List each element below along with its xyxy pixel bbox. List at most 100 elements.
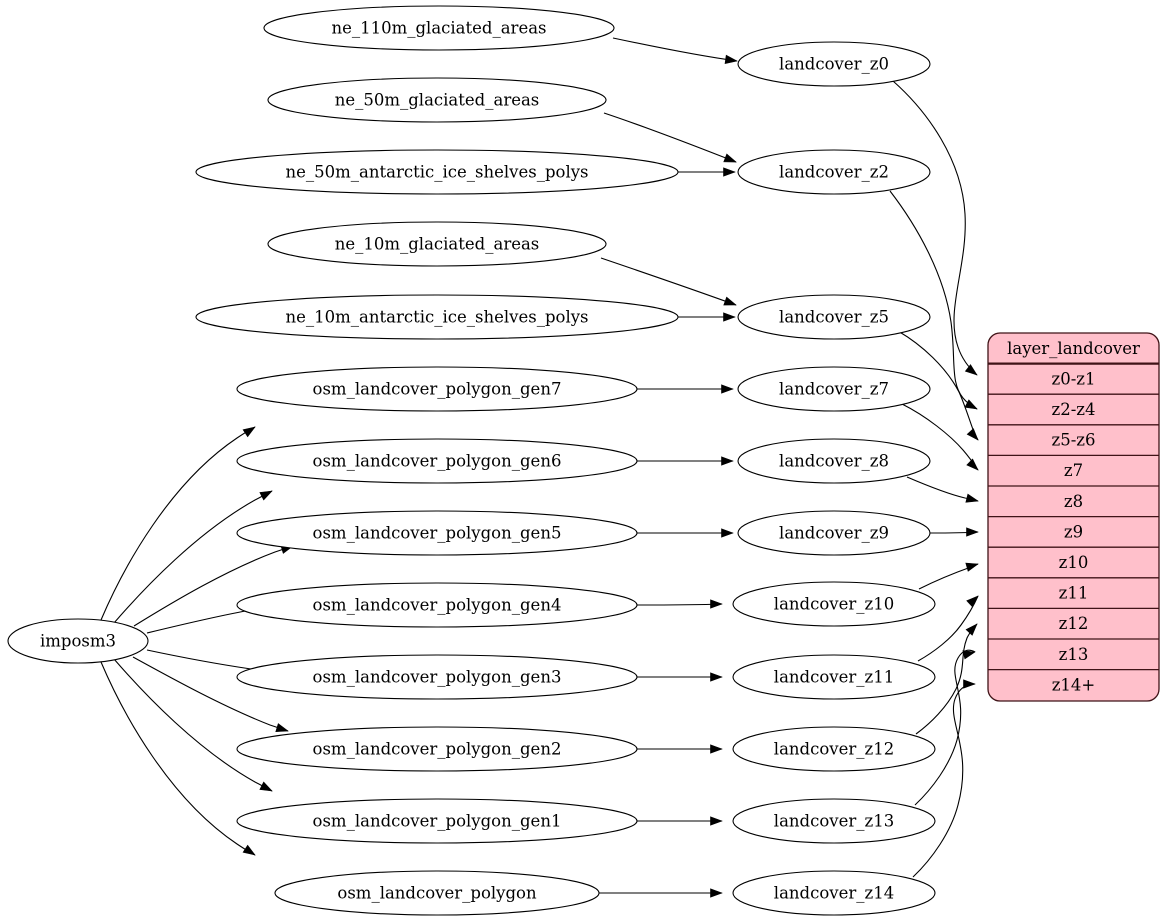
node-landcover_z7[interactable]: landcover_z7 — [737, 366, 931, 412]
record-row-z9[interactable] — [988, 517, 1159, 548]
node-ne_50m_glaciated_areas[interactable]: ne_50m_glaciated_areas — [267, 77, 607, 123]
node-shape[interactable] — [7, 618, 149, 664]
node-osm_landcover_polygon_gen5[interactable]: osm_landcover_polygon_gen5 — [236, 510, 638, 556]
edge-line — [612, 37, 738, 62]
node-shape[interactable] — [737, 149, 931, 195]
node-landcover_z5[interactable]: landcover_z5 — [737, 294, 931, 340]
node-osm_landcover_polygon_gen1[interactable]: osm_landcover_polygon_gen1 — [236, 798, 638, 844]
node-shape[interactable] — [267, 221, 607, 267]
node-label: osm_landcover_polygon_gen4 — [313, 596, 562, 615]
node-shape[interactable] — [236, 798, 638, 844]
node-shape[interactable] — [236, 438, 638, 484]
node-landcover_z11[interactable]: landcover_z11 — [732, 654, 936, 700]
edge-osm_landcover_polygon_gen2-to-landcover_z12 — [636, 744, 723, 754]
record-header-label: layer_landcover — [1007, 339, 1140, 358]
node-osm_landcover_polygon_gen7[interactable]: osm_landcover_polygon_gen7 — [236, 366, 638, 412]
node-shape[interactable] — [236, 510, 638, 556]
node-label: landcover_z5 — [779, 308, 889, 327]
record-table-layer_landcover[interactable]: layer_landcoverz0-z1z2-z4z5-z6z7z8z9z10z… — [987, 332, 1160, 702]
node-osm_landcover_polygon_gen3[interactable]: osm_landcover_polygon_gen3 — [236, 654, 638, 700]
edge-osm_landcover_polygon-to-landcover_z14 — [598, 888, 723, 898]
node-ne_10m_antarctic_ice_shelves_polys[interactable]: ne_10m_antarctic_ice_shelves_polys — [195, 294, 679, 340]
record-row-z5-z6[interactable] — [988, 425, 1159, 456]
node-label: landcover_z12 — [774, 740, 894, 759]
record-row-z11[interactable] — [988, 578, 1159, 609]
node-osm_landcover_polygon[interactable]: osm_landcover_polygon — [274, 870, 600, 916]
node-imposm3[interactable]: imposm3 — [7, 618, 149, 664]
record-row-z0-z1[interactable] — [988, 364, 1159, 395]
node-label: landcover_z13 — [774, 812, 894, 831]
node-osm_landcover_polygon_gen2[interactable]: osm_landcover_polygon_gen2 — [236, 726, 638, 772]
node-ne_10m_glaciated_areas[interactable]: ne_10m_glaciated_areas — [267, 221, 607, 267]
node-shape[interactable] — [732, 798, 936, 844]
node-shape[interactable] — [274, 870, 600, 916]
node-shape[interactable] — [737, 294, 931, 340]
record-row-z8[interactable] — [988, 486, 1159, 517]
edge-osm_landcover_polygon_gen5-to-landcover_z9 — [637, 528, 734, 538]
record-row-z10[interactable] — [988, 547, 1159, 578]
edge-ne_10m_glaciated_areas-to-landcover_z5 — [600, 257, 737, 306]
node-shape[interactable] — [263, 5, 615, 51]
node-shape[interactable] — [236, 726, 638, 772]
node-shape[interactable] — [737, 41, 931, 87]
edge-landcover_z14-to-record_row_10 — [912, 679, 976, 878]
edge-osm_landcover_polygon_gen7-to-landcover_z7 — [637, 384, 734, 394]
node-shape[interactable] — [236, 366, 638, 412]
record-row-z2-z4[interactable] — [988, 394, 1159, 425]
node-label: osm_landcover_polygon_gen5 — [313, 524, 562, 543]
edge-osm_landcover_polygon_gen1-to-landcover_z13 — [637, 816, 723, 826]
record-row-label-z0-z1: z0-z1 — [1052, 369, 1096, 388]
node-shape[interactable] — [732, 654, 936, 700]
node-label: landcover_z2 — [779, 163, 889, 182]
node-shape[interactable] — [195, 294, 679, 340]
node-label: osm_landcover_polygon_gen7 — [313, 380, 562, 399]
node-landcover_z14[interactable]: landcover_z14 — [732, 870, 936, 916]
record-row-z7[interactable] — [988, 455, 1159, 486]
arrow-head-icon — [962, 650, 976, 660]
edge-line — [912, 683, 976, 878]
node-shape[interactable] — [236, 654, 638, 700]
node-landcover_z2[interactable]: landcover_z2 — [737, 149, 931, 195]
edge-line — [636, 603, 723, 606]
node-shape[interactable] — [195, 149, 679, 195]
node-shape[interactable] — [737, 438, 931, 484]
node-shape[interactable] — [732, 870, 936, 916]
arrow-head-icon — [965, 493, 979, 503]
node-label: osm_landcover_polygon_gen3 — [313, 668, 562, 687]
record-row-label-z9: z9 — [1064, 522, 1083, 541]
node-landcover_z9[interactable]: landcover_z9 — [737, 510, 931, 556]
edge-ne_10m_antarctic_ice_shelves_polys-to-landcover_z5 — [678, 312, 736, 322]
edge-imposm3-to-osm_landcover_polygon_gen1 — [113, 658, 273, 792]
node-shape[interactable] — [732, 581, 936, 627]
arrow-head-icon — [721, 384, 734, 394]
record-row-z12[interactable] — [988, 608, 1159, 639]
arrow-head-icon — [723, 167, 736, 177]
record-row-label-z13: z13 — [1059, 645, 1089, 664]
edge-landcover_z11-to-record_row_7 — [917, 595, 979, 662]
arrow-head-icon — [710, 816, 723, 826]
record-row-z13[interactable] — [988, 639, 1159, 670]
node-shape[interactable] — [236, 582, 638, 628]
node-shape[interactable] — [267, 77, 607, 123]
node-osm_landcover_polygon_gen6[interactable]: osm_landcover_polygon_gen6 — [236, 438, 638, 484]
node-shape[interactable] — [737, 510, 931, 556]
node-landcover_z10[interactable]: landcover_z10 — [732, 581, 936, 627]
node-shape[interactable] — [732, 726, 936, 772]
edge-ne_50m_antarctic_ice_shelves_polys-to-landcover_z2 — [677, 167, 736, 177]
arrow-head-icon — [723, 296, 737, 306]
record-row-z14+[interactable] — [988, 670, 1159, 701]
node-ne_50m_antarctic_ice_shelves_polys[interactable]: ne_50m_antarctic_ice_shelves_polys — [195, 149, 679, 195]
node-label: ne_10m_glaciated_areas — [335, 235, 540, 254]
node-landcover_z8[interactable]: landcover_z8 — [737, 438, 931, 484]
node-landcover_z0[interactable]: landcover_z0 — [737, 41, 931, 87]
node-shape[interactable] — [737, 366, 931, 412]
edges-layer — [100, 37, 979, 898]
record-row-label-z2-z4: z2-z4 — [1052, 400, 1096, 419]
edge-ne_110m_glaciated_areas-to-landcover_z0 — [612, 37, 738, 64]
node-osm_landcover_polygon_gen4[interactable]: osm_landcover_polygon_gen4 — [236, 582, 638, 628]
node-label: osm_landcover_polygon_gen6 — [313, 452, 562, 471]
node-landcover_z12[interactable]: landcover_z12 — [732, 726, 936, 772]
node-landcover_z13[interactable]: landcover_z13 — [732, 798, 936, 844]
node-ne_110m_glaciated_areas[interactable]: ne_110m_glaciated_areas — [263, 5, 615, 51]
